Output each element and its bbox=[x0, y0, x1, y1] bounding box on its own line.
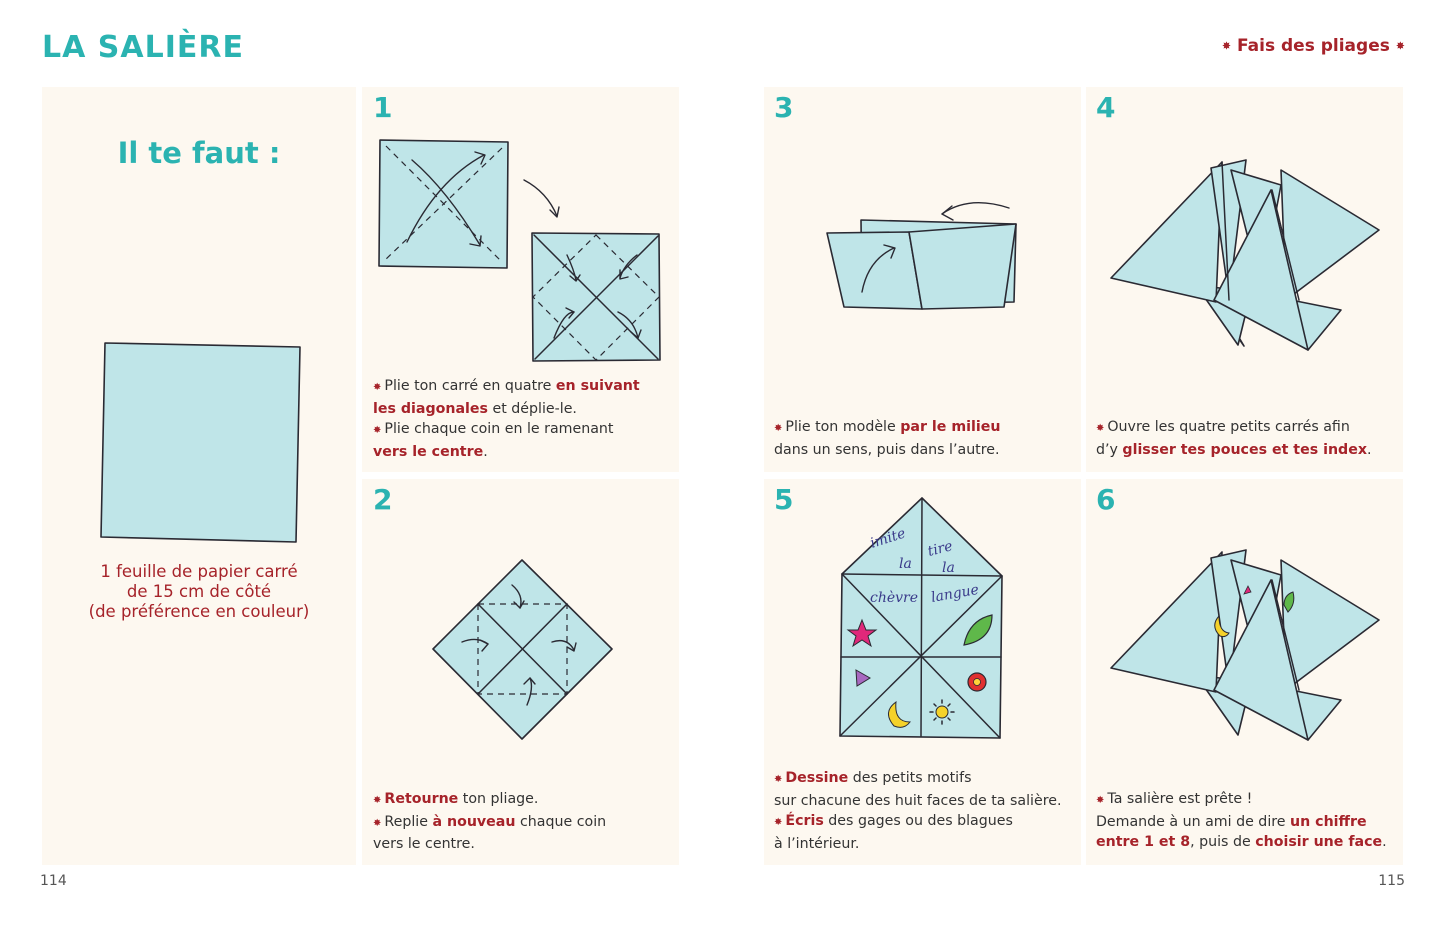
drawing-word: tire bbox=[926, 538, 954, 560]
instruction-line: ✸Ouvre les quatre petits carrés afin bbox=[1096, 419, 1350, 435]
instruction-line: ✸Ta salière est prête ! bbox=[1096, 791, 1253, 807]
step-number: 4 bbox=[1096, 91, 1116, 124]
star-icon: ✸ bbox=[1395, 39, 1405, 53]
star-drawing-icon bbox=[1243, 585, 1252, 595]
paper-square-illustration bbox=[100, 342, 301, 543]
instruction-line: ✸Replie à nouveau chaque coin bbox=[373, 813, 607, 830]
drawing-word: chèvre bbox=[870, 590, 918, 606]
step-3-instructions: ✸Plie ton modèle par le milieu dans un s… bbox=[774, 417, 1000, 460]
section-label: Fais des pliages bbox=[1237, 36, 1390, 56]
triangle-drawing-icon bbox=[855, 669, 871, 687]
materials-line: 1 feuille de papier carré bbox=[100, 562, 298, 581]
materials-line: (de préférence en couleur) bbox=[88, 602, 310, 621]
drawing-word: la bbox=[942, 560, 955, 576]
step-4-illustration bbox=[1110, 159, 1380, 351]
instruction-line: d’y glisser tes pouces et tes index. bbox=[1096, 441, 1372, 458]
instruction-line: ✸Plie ton modèle par le milieu bbox=[774, 419, 1001, 435]
star-icon: ✸ bbox=[774, 423, 783, 434]
instruction-line: ✸Dessine des petits motifs bbox=[774, 770, 972, 786]
star-icon: ✸ bbox=[373, 817, 382, 829]
instruction-line: entre 1 et 8, puis de choisir une face. bbox=[1096, 834, 1387, 850]
step-2-instructions: ✸Retourne ton pliage. ✸Replie à nouveau … bbox=[373, 789, 606, 855]
star-icon: ✸ bbox=[1096, 795, 1105, 806]
leaf-drawing-icon bbox=[963, 614, 993, 646]
step-1-instructions: ✸Plie ton carré en quatre en suivant les… bbox=[373, 376, 640, 462]
instruction-line: ✸Écris des gages ou des blagues bbox=[774, 813, 1013, 829]
instruction-line: à l’intérieur. bbox=[774, 835, 860, 852]
section-title: ✸ Fais des pliages ✸ bbox=[1222, 36, 1405, 56]
step-number: 5 bbox=[774, 483, 794, 516]
materials-line: de 15 cm de côté bbox=[126, 582, 272, 601]
instruction-line: dans un sens, puis dans l’autre. bbox=[774, 441, 1000, 458]
star-icon: ✸ bbox=[373, 425, 382, 436]
star-icon: ✸ bbox=[1221, 39, 1232, 53]
materials-heading: Il te faut : bbox=[117, 136, 281, 170]
star-icon: ✸ bbox=[774, 774, 783, 785]
drawing-word: la bbox=[899, 556, 912, 572]
sun-drawing-icon bbox=[935, 705, 949, 719]
star-icon: ✸ bbox=[774, 817, 783, 828]
star-icon: ✸ bbox=[1096, 423, 1105, 434]
step-3-illustration bbox=[826, 202, 1017, 310]
star-icon: ✸ bbox=[373, 795, 382, 806]
leaf-drawing-icon bbox=[1283, 591, 1295, 613]
moon-drawing-icon bbox=[888, 700, 912, 728]
step-5-illustration: imite la chèvre tire la langue bbox=[839, 497, 1003, 739]
instruction-line: les diagonales et déplie-le. bbox=[373, 400, 577, 417]
instruction-line: vers le centre. bbox=[373, 443, 488, 460]
page-number-left: 114 bbox=[40, 873, 67, 889]
instruction-line: ✸Retourne ton pliage. bbox=[373, 791, 539, 807]
step-number: 3 bbox=[774, 91, 794, 124]
step-number: 2 bbox=[373, 483, 393, 516]
step-4-instructions: ✸Ouvre les quatre petits carrés afin d’y… bbox=[1096, 417, 1372, 460]
page-number-right: 115 bbox=[1378, 873, 1405, 889]
instruction-line: Demande à un ami de dire un chiffre bbox=[1096, 813, 1367, 830]
step-number: 6 bbox=[1096, 483, 1116, 516]
instruction-line: ✸Plie chaque coin en le ramenant bbox=[373, 421, 614, 437]
star-icon: ✸ bbox=[373, 382, 382, 393]
materials-text: 1 feuille de papier carré de 15 cm de cô… bbox=[42, 562, 356, 622]
instruction-line: sur chacune des huit faces de ta salière… bbox=[774, 792, 1062, 809]
step-2-illustration bbox=[432, 559, 613, 740]
step-6-instructions: ✸Ta salière est prête ! Demande à un ami… bbox=[1096, 789, 1387, 853]
step-6-illustration bbox=[1110, 549, 1380, 741]
instruction-line: vers le centre. bbox=[373, 836, 475, 852]
moon-drawing-icon bbox=[1214, 614, 1230, 638]
page-title: LA SALIÈRE bbox=[42, 30, 244, 65]
star-drawing-icon bbox=[846, 618, 878, 648]
step-number: 1 bbox=[373, 91, 393, 124]
step-1-illustration bbox=[378, 139, 661, 362]
instruction-line: ✸Plie ton carré en quatre en suivant bbox=[373, 378, 640, 394]
step-5-instructions: ✸Dessine des petits motifs sur chacune d… bbox=[774, 768, 1061, 854]
